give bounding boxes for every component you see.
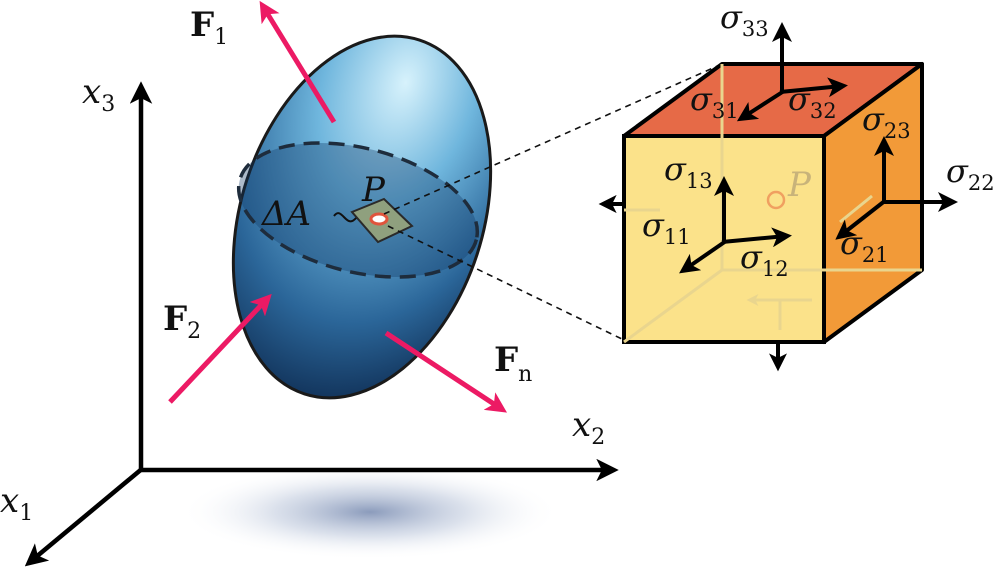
- point-p-label: P: [361, 170, 386, 210]
- f1-label: F1: [190, 5, 228, 50]
- f2-arrow: [168, 293, 272, 404]
- x3-label: x3: [82, 72, 115, 117]
- top-face-arrows: [736, 22, 848, 122]
- sigma33-label: σ33: [720, 0, 769, 41]
- f2-label: F2: [163, 299, 201, 344]
- projection-lines: [383, 63, 723, 341]
- area-element: ΔA P: [260, 170, 414, 244]
- sigma32-arrow: [779, 77, 848, 98]
- area-leader-line: [333, 212, 357, 223]
- x1-axis: [24, 466, 145, 567]
- sigma12-label: σ12: [740, 238, 789, 281]
- stress-cube: P σ33 σ31 σ32 σ23 σ22 σ21: [598, 0, 995, 372]
- fn-arrow: [384, 330, 508, 413]
- sigma23-label: σ23: [862, 100, 911, 143]
- sigma31-arrow: [736, 89, 786, 122]
- floor-shadow: [180, 464, 560, 560]
- cut-plane-outline: [236, 141, 480, 279]
- sigma21-label: σ21: [840, 224, 889, 267]
- fn-label: Fn: [494, 340, 532, 387]
- point-p-marker: [369, 212, 389, 226]
- sigma32-label: σ32: [788, 80, 837, 123]
- sigma11-label: σ11: [642, 206, 691, 249]
- sigma22-label: σ22: [946, 152, 995, 195]
- hidden-arrow-tips: [598, 195, 787, 372]
- sigma21-arrow: [835, 198, 888, 240]
- sigma31-label: σ31: [690, 80, 739, 123]
- sigma12-arrow: [721, 227, 792, 248]
- projection-line-top: [383, 63, 723, 215]
- sigma13-label: σ13: [664, 150, 713, 193]
- coordinate-axes: x3 x2 x1: [0, 72, 619, 567]
- hidden-edges: [623, 64, 922, 344]
- cube-point-p-marker: [766, 190, 786, 210]
- f1-arrow: [259, 0, 337, 124]
- delta-a-label: ΔA: [260, 194, 311, 234]
- side-face-arrows: [835, 136, 958, 240]
- cube-point-p-label: P: [787, 165, 812, 205]
- force-arrows: F1 F2 Fn: [163, 0, 532, 413]
- x2-label: x2: [572, 405, 605, 450]
- x1-label: x1: [0, 481, 33, 526]
- sigma11-arrow: [679, 239, 728, 274]
- front-face-arrows: [679, 176, 792, 274]
